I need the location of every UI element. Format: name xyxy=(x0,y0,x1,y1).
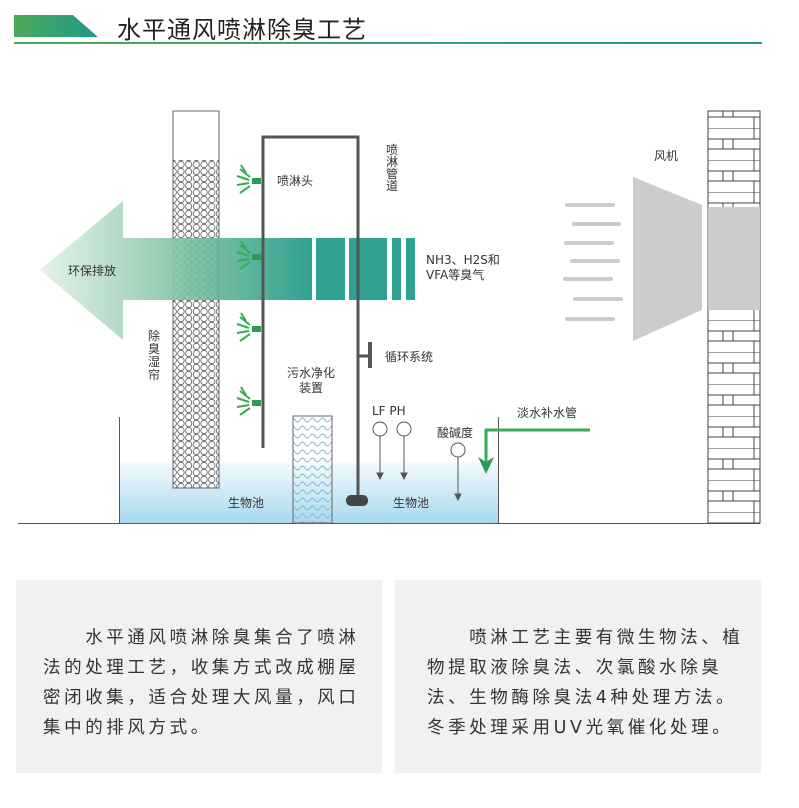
note-line: 喷淋工艺主要有微生物法、植 xyxy=(427,628,744,648)
note-line: 法的处理工艺，收集方式改成棚屋 xyxy=(43,658,360,678)
spray-pipe xyxy=(261,135,372,500)
pump-icon xyxy=(346,495,368,506)
note-line: 物提取液除臭法、次氯酸水除臭 xyxy=(427,658,723,678)
label-sensors: LF PH xyxy=(372,404,406,418)
process-diagram: 环保排放 喷淋头 喷 淋 管 道 NH3、H2S和 VFA等臭气 风机 除 臭 … xyxy=(18,110,761,524)
svg-text:管: 管 xyxy=(386,166,398,181)
svg-text:NH3、H2S和: NH3、H2S和 xyxy=(426,253,500,267)
label-pipe: 喷 淋 管 道 xyxy=(386,143,398,193)
header-divider xyxy=(14,42,762,44)
label-nozzle: 喷淋头 xyxy=(277,174,313,188)
note-line: 水平通风喷淋除臭集合了喷淋 xyxy=(43,628,360,648)
svg-text:污水净化: 污水净化 xyxy=(287,366,335,380)
note-line: 密闭收集，适合处理大风量，风口 xyxy=(43,688,360,708)
label-circulation: 循环系统 xyxy=(385,350,433,364)
svg-text:湿: 湿 xyxy=(148,354,160,369)
svg-text:帘: 帘 xyxy=(148,367,160,382)
sewage-purifier xyxy=(292,415,333,524)
page-title: 水平通风喷淋除臭工艺 xyxy=(117,16,367,44)
svg-text:除: 除 xyxy=(148,328,160,343)
nozzle-icon xyxy=(236,164,261,194)
svg-text:装置: 装置 xyxy=(299,381,323,395)
nozzle-icon xyxy=(236,240,261,270)
label-acidity: 酸碱度 xyxy=(437,425,473,440)
header-accent xyxy=(14,15,98,37)
note-box-left: 水平通风喷淋除臭集合了喷淋 法的处理工艺，收集方式改成棚屋 密闭收集，适合处理大… xyxy=(16,580,382,773)
nozzle-icon xyxy=(236,386,261,416)
nozzle-icon xyxy=(236,312,261,342)
exhaust-arrow xyxy=(40,201,415,340)
note-line: 集中的排风方式。 xyxy=(43,718,212,738)
label-purifier: 污水净化 装置 xyxy=(287,366,335,395)
note-line: 冬季处理采用UV光氧催化处理。 xyxy=(427,718,734,738)
label-freshwater: 淡水补水管 xyxy=(517,405,577,420)
svg-text:淋: 淋 xyxy=(386,155,398,169)
svg-text:臭: 臭 xyxy=(148,341,160,356)
freshwater-pipe xyxy=(478,428,590,474)
brick-wall xyxy=(707,110,761,524)
label-curtain: 除 臭 湿 帘 xyxy=(148,328,160,382)
svg-text:喷: 喷 xyxy=(386,143,398,157)
note-line: 法、生物酶除臭法4种处理方法。 xyxy=(427,688,738,708)
label-tank-right: 生物池 xyxy=(393,496,429,510)
label-tank-left: 生物池 xyxy=(228,496,264,510)
fan xyxy=(563,177,702,341)
label-exhaust: 环保排放 xyxy=(68,263,116,278)
note-box-right: 喷淋工艺主要有微生物法、植 物提取液除臭法、次氯酸水除臭 法、生物酶除臭法4种处… xyxy=(395,580,761,773)
svg-text:道: 道 xyxy=(386,179,398,193)
label-gas: NH3、H2S和 VFA等臭气 xyxy=(426,253,500,282)
svg-text:VFA等臭气: VFA等臭气 xyxy=(426,267,484,282)
label-fan: 风机 xyxy=(654,149,678,163)
sensor-probes xyxy=(372,421,466,502)
spray-nozzles xyxy=(236,164,261,416)
